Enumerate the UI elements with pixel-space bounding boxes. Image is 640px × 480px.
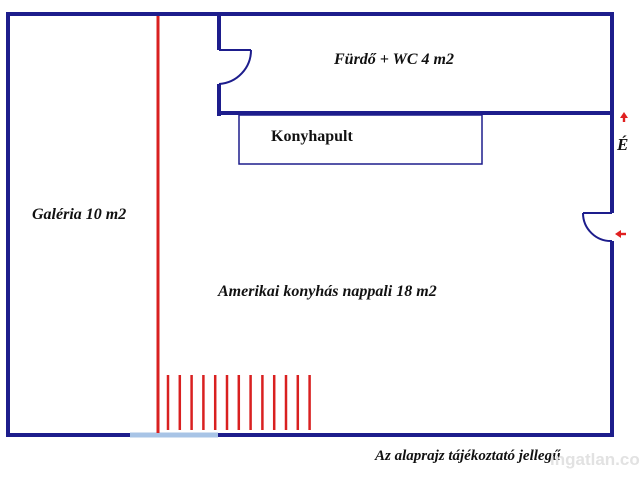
left-arrow-icon: [615, 230, 626, 238]
living-room-label: Amerikai konyhás nappali 18 m2: [218, 283, 437, 300]
bathroom-label: Fürdő + WC 4 m2: [334, 51, 454, 68]
watermark: ingatlan.com: [550, 450, 640, 469]
disclaimer-text: Az alaprajz tájékoztató jellegű: [375, 448, 561, 464]
kitchen-counter: [238, 114, 483, 165]
bathroom-walls: [217, 12, 614, 116]
outer-walls: [6, 12, 614, 437]
north-arrow-icon: [620, 112, 628, 122]
gallery-label: Galéria 10 m2: [32, 206, 127, 223]
kitchen-counter-label: Konyhapult: [271, 128, 353, 145]
bathroom-door: [218, 49, 253, 85]
stairs: [166, 375, 311, 430]
entrance-door: [582, 212, 613, 243]
north-label: É: [617, 135, 629, 154]
